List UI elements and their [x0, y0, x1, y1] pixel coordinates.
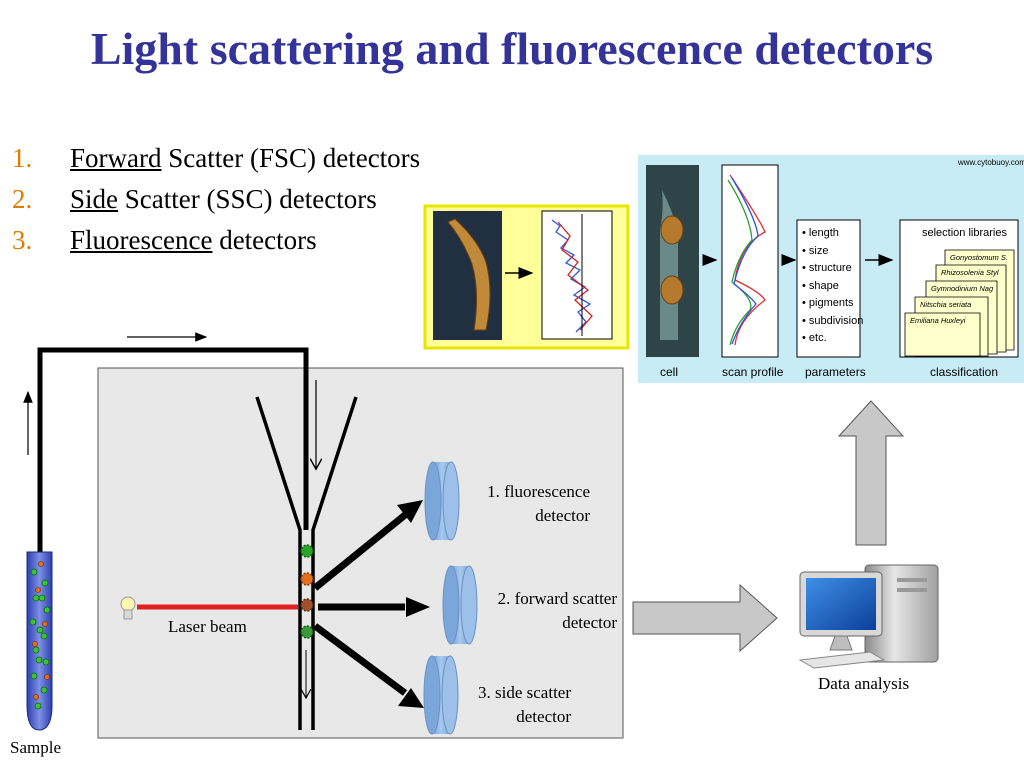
parameter-item: • shape — [802, 279, 839, 292]
fluorescence-detector — [424, 461, 460, 541]
scan-thumbnail — [423, 204, 630, 350]
stage-label-cell: cell — [660, 365, 679, 379]
detector-list: 1.Forward Scatter (FSC) detectors 2.Side… — [12, 138, 420, 261]
parameter-item: • size — [802, 244, 829, 257]
library-item: Nitschia seriata — [920, 300, 972, 309]
forward-scatter-detector-label: 2. forward scatter detector — [497, 589, 617, 632]
side-scatter-detector-label: 3. side scatter detector — [478, 683, 571, 726]
fluorescence-detector-label: 1. fluorescence detector — [487, 482, 590, 525]
stage-label-parameters: parameters — [805, 365, 866, 379]
stage-label-classification: classification — [930, 365, 999, 379]
sample-tube — [26, 551, 53, 731]
library-item: Emiliana Huxleyi — [910, 316, 966, 325]
library-item: Gymnodinium Nag — [931, 284, 994, 293]
list-item: 2.Side Scatter (SSC) detectors — [12, 184, 377, 214]
computer-icon — [798, 564, 939, 669]
classification-inset — [638, 155, 1024, 383]
inset-url: www.cytobuoy.com — [958, 158, 1024, 167]
to-analysis-arrow — [837, 400, 905, 546]
parameter-item: • subdivision — [802, 314, 864, 327]
sample-tubing — [37, 347, 309, 720]
parameter-item: • etc. — [802, 332, 827, 344]
selection-libraries-title: selection libraries — [922, 227, 1007, 239]
list-item: 1.Forward Scatter (FSC) detectors — [12, 143, 421, 173]
slide-title: Light scattering and fluorescence detect… — [90, 23, 934, 74]
parameter-item: • pigments — [802, 297, 854, 309]
cells-in-stream — [300, 544, 314, 639]
library-item: Rhizosolenia Styl — [941, 268, 999, 277]
scatter-arrows — [312, 512, 408, 696]
parameter-item: • structure — [802, 262, 852, 274]
data-analysis-label: Data analysis — [818, 674, 910, 693]
forward-scatter-detector — [442, 565, 478, 645]
list-item: 3.Fluorescence detectors — [12, 225, 317, 255]
parameter-list: • length • size • structure • shape • pi… — [802, 225, 863, 348]
sheath-funnel — [255, 396, 358, 730]
scatter-arrowheads — [397, 500, 430, 708]
to-computer-arrow — [632, 583, 778, 653]
library-item: Gonyostomum S. — [950, 253, 1008, 262]
stage-label-scan-profile: scan profile — [722, 365, 784, 379]
sample-label: Sample — [10, 738, 61, 757]
side-scatter-detector — [423, 655, 459, 735]
lightbulb-icon — [120, 596, 136, 620]
parameter-item: • length — [802, 227, 839, 239]
laser-beam-label: Laser beam — [168, 617, 247, 636]
